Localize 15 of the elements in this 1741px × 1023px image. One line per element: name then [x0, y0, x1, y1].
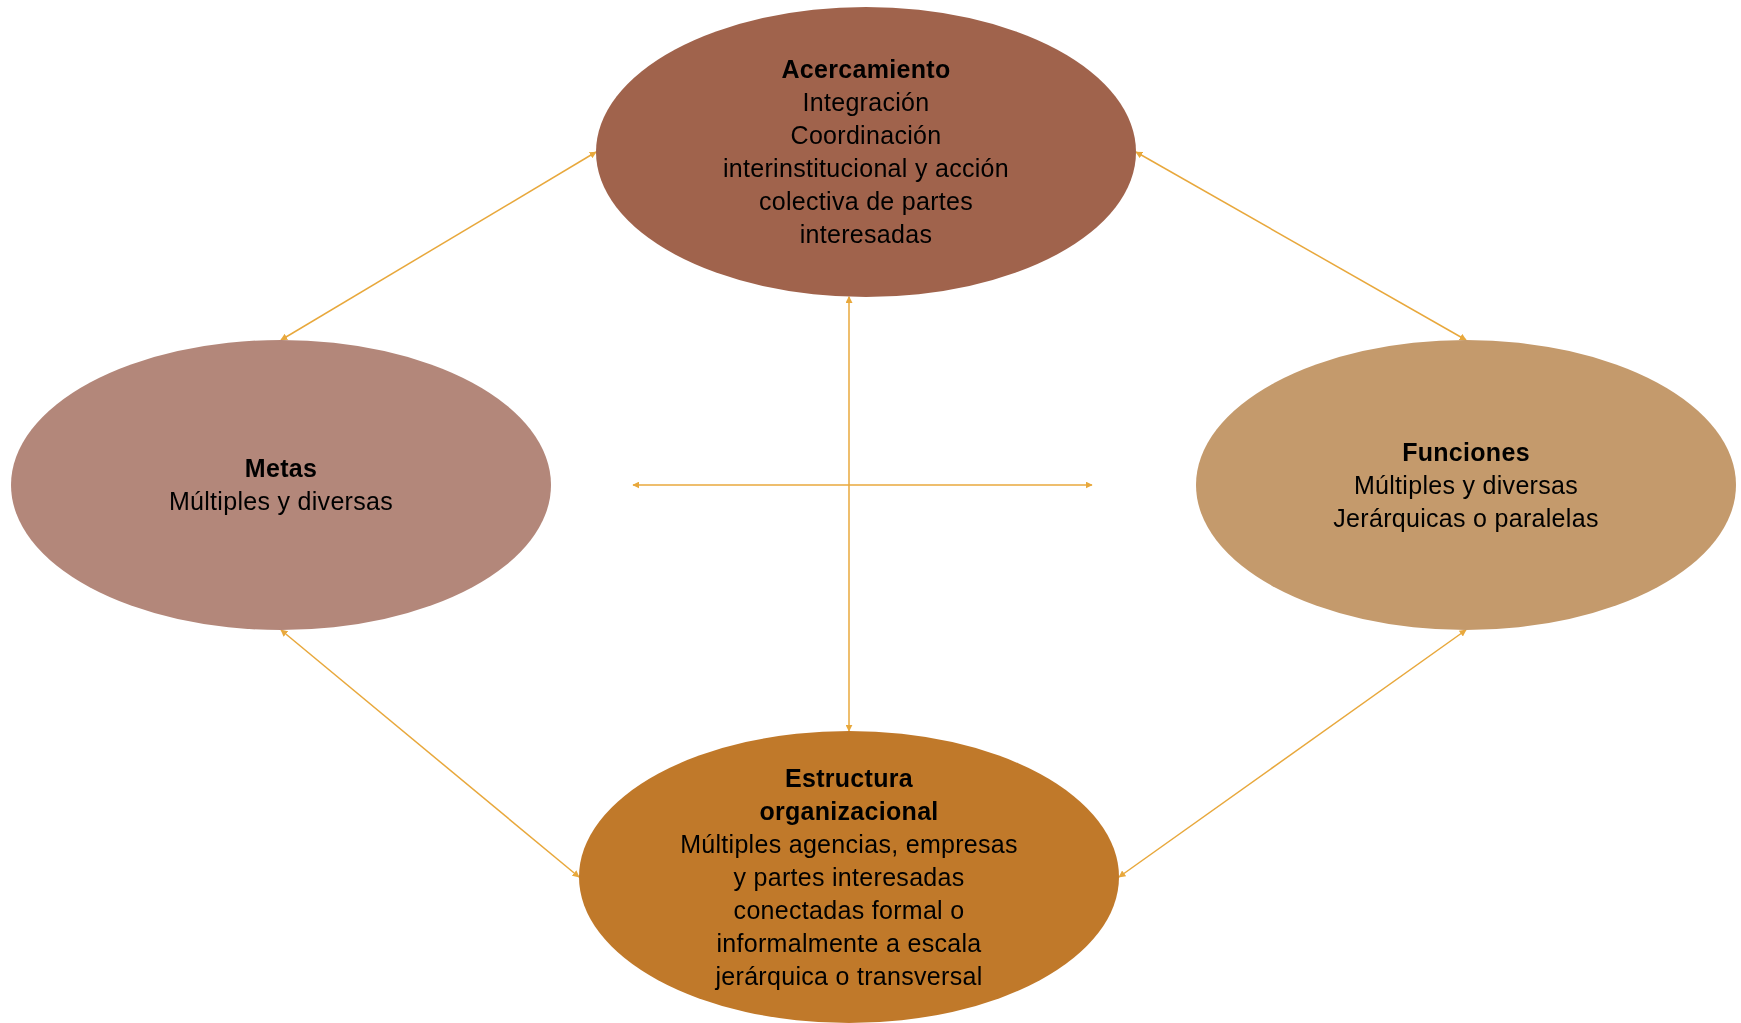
- double-arrow: [845, 295, 853, 732]
- node-text: Jerárquicas o paralelas: [1333, 502, 1599, 534]
- node-text: Coordinación interinstitucional y acción colectiva de partes interesadas: [722, 120, 1010, 250]
- node-heading: Estructura organizacional: [758, 762, 940, 827]
- node-heading: Metas: [244, 453, 318, 484]
- node-heading: Funciones: [1402, 436, 1530, 468]
- double-arrow: [280, 629, 580, 878]
- node-text: Múltiples y diversas: [168, 486, 394, 517]
- double-arrow: [1118, 629, 1467, 878]
- double-arrow: [280, 151, 597, 341]
- double-arrow: [1135, 151, 1467, 341]
- node-text: Integración: [802, 87, 930, 118]
- node-text: Múltiples y diversas: [1353, 469, 1579, 501]
- node-text: Múltiples agencias, empresas y partes interesadas conectadas formal o informalmente a escala jerárquica o transversal: [679, 828, 1019, 992]
- node-heading: Acercamiento: [781, 54, 951, 85]
